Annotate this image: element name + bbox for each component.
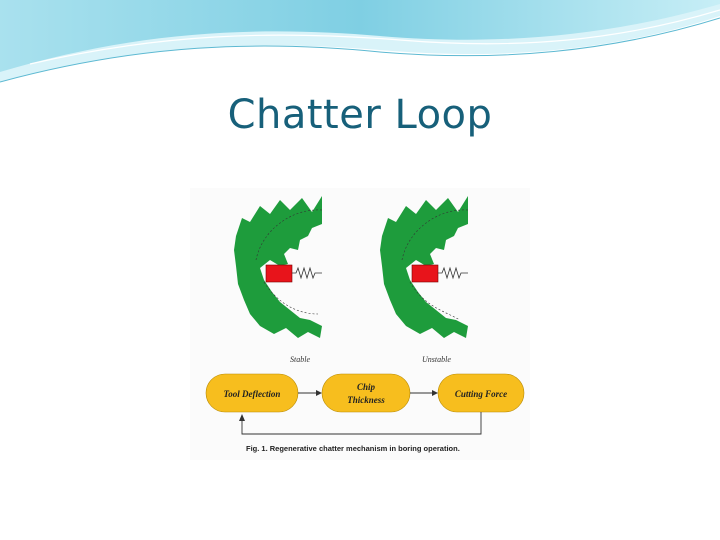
slide-title: Chatter Loop <box>227 92 493 138</box>
chatter-loop-flow: Tool Deflection Chip Thickness Cutting F… <box>205 373 525 435</box>
cutting-force-label: Cutting Force <box>455 389 507 399</box>
chip-thickness-label-line2: Thickness <box>347 395 385 405</box>
chip-thickness-label-line1: Chip <box>357 382 376 392</box>
unstable-label: Unstable <box>422 355 451 364</box>
arrow-head-icon <box>239 414 245 421</box>
stable-label: Stable <box>290 355 310 364</box>
arrow-head-icon <box>316 390 322 396</box>
spring-icon <box>292 266 322 280</box>
tool-deflection-label: Tool Deflection <box>224 389 281 399</box>
workpiece-gear-shape <box>234 196 322 338</box>
arrow-head-icon <box>432 390 438 396</box>
header-swoosh <box>0 0 720 83</box>
spring-icon <box>438 266 468 280</box>
chatter-figure: Stable Unstable Tool Deflection Chip Thi… <box>190 188 530 460</box>
chip-thickness-box <box>321 373 411 413</box>
feedback-arrow <box>241 412 482 435</box>
figure-caption: Fig. 1. Regenerative chatter mechanism i… <box>246 444 460 453</box>
cutting-tool <box>411 264 439 283</box>
cutting-tool <box>265 264 293 283</box>
unstable-wheel: Unstable <box>380 196 469 364</box>
workpiece-gear-shape <box>380 196 468 338</box>
stable-wheel: Stable <box>234 196 323 364</box>
